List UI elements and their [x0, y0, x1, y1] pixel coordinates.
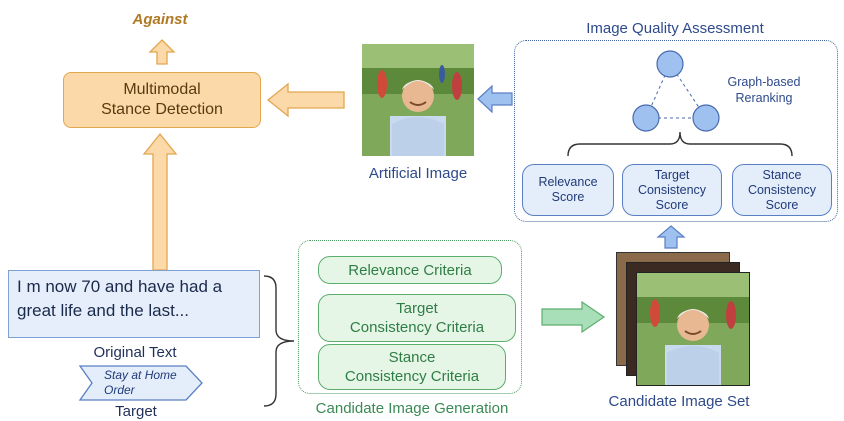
- graph-node-right: [692, 104, 720, 132]
- score-0-line1: Relevance: [538, 175, 598, 189]
- assessment-title: Image Quality Assessment: [586, 19, 764, 37]
- stance-consistency-criteria-box: Stance Consistency Criteria: [318, 344, 506, 390]
- target-caption: Target: [115, 402, 157, 420]
- arrow-left-to-artificial-image: [477, 84, 513, 114]
- graph-label-line2: Reranking: [735, 91, 793, 105]
- assessment-frame: [514, 40, 838, 222]
- target-text: Stay at Home Order: [104, 368, 204, 398]
- criteria-2-line1: Stance: [388, 349, 436, 366]
- graph-label-line1: Graph-based: [727, 75, 801, 89]
- score-1-line1: Target: [654, 167, 690, 182]
- graph-reranking-label: Graph-based Reranking: [716, 74, 812, 106]
- target-consistency-criteria-box: Target Consistency Criteria: [318, 294, 516, 342]
- score-2-line3: Score: [765, 197, 799, 212]
- score-2-line1: Stance: [762, 167, 802, 182]
- target-chevron-shape: [78, 365, 203, 401]
- arrow-up-to-assessment: [656, 225, 686, 249]
- score-2-line2: Consistency: [747, 182, 817, 197]
- criteria-1-line1: Target: [396, 300, 438, 317]
- candidate-image-set: [616, 252, 752, 386]
- criteria-2-line2: Consistency Criteria: [344, 368, 480, 385]
- detector-line2: Stance Detection: [101, 101, 223, 118]
- target-line1: Stay at Home: [104, 368, 177, 382]
- relevance-score-box: Relevance Score: [522, 164, 614, 216]
- score-1-line2: Consistency: [637, 182, 707, 197]
- candidate-photo-icon: [637, 273, 749, 385]
- multimodal-stance-detection-box: Multimodal Stance Detection: [63, 72, 261, 128]
- criteria-1-line2: Consistency Criteria: [349, 319, 485, 336]
- target-consistency-score-box: Target Consistency Score: [622, 164, 722, 216]
- stance-output-label: Against: [132, 10, 188, 28]
- input-brace: [263, 275, 295, 407]
- scores-brace: [567, 131, 793, 157]
- target-line2: Order: [104, 383, 135, 397]
- candidate-image-front: [636, 272, 750, 386]
- generation-frame: [298, 240, 522, 394]
- arrow-left-to-detector: [266, 82, 345, 118]
- graph-node-top: [656, 50, 684, 78]
- graph-reranking-diagram: [632, 50, 720, 132]
- generation-caption: Candidate Image Generation: [315, 399, 509, 417]
- candidate-set-caption: Candidate Image Set: [608, 392, 750, 410]
- stance-consistency-score-box: Stance Consistency Score: [732, 164, 832, 216]
- artificial-image: [362, 44, 474, 156]
- arrow-right-to-candidate-set: [541, 300, 606, 334]
- original-text-box: I m now 70 and have had a great life and…: [8, 270, 260, 338]
- elderly-man-photo-icon: [362, 44, 474, 156]
- detector-line1: Multimodal: [123, 81, 201, 98]
- relevance-criteria-box: Relevance Criteria: [318, 256, 502, 284]
- criteria-0-line1: Relevance Criteria: [348, 261, 472, 279]
- graph-node-left: [632, 104, 660, 132]
- arrow-up-to-output: [148, 39, 176, 65]
- arrow-up-to-detector: [142, 132, 178, 271]
- score-0-line2: Score: [551, 190, 585, 204]
- score-1-line3: Score: [655, 197, 689, 212]
- original-text-caption: Original Text: [93, 343, 177, 361]
- artificial-image-caption: Artificial Image: [368, 164, 468, 182]
